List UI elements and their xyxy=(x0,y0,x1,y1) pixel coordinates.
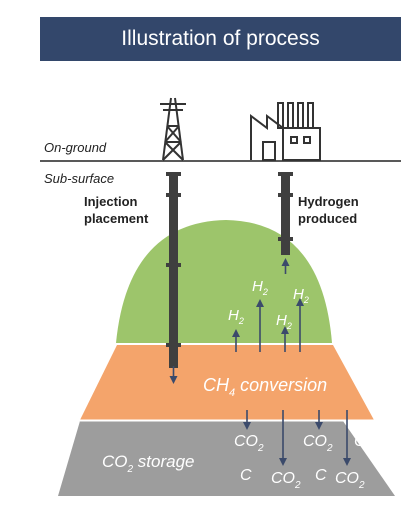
oil-derrick-icon xyxy=(160,97,186,161)
h2-label: H2 xyxy=(252,278,268,297)
hydrogen-pipe xyxy=(278,172,293,255)
h2-label: H2 xyxy=(228,307,244,326)
factory-icon xyxy=(250,102,321,161)
carbon-item: C xyxy=(354,433,366,450)
storage-label: CO2 storage xyxy=(102,452,195,475)
conversion-layer xyxy=(80,345,374,420)
on-ground-label: On-ground xyxy=(44,140,107,155)
page-title: Illustration of process xyxy=(121,27,320,50)
sub-surface-label: Sub-surface xyxy=(44,171,115,186)
co2-arrows xyxy=(243,410,351,466)
co2-item: CO2 xyxy=(303,433,333,454)
h2-label: H2 xyxy=(293,286,309,305)
co2-item: CO2 xyxy=(234,433,264,454)
co2-item: CO2 xyxy=(335,470,365,491)
injection-label: Injection placement xyxy=(84,193,148,227)
injection-label-line1: Injection xyxy=(84,194,138,209)
carbon-item: C xyxy=(240,467,252,484)
h2-arrows xyxy=(232,298,304,352)
hydrogen-label-line1: Hydrogen xyxy=(298,194,359,209)
co2-item: CO2 xyxy=(271,470,301,491)
h2-label: H2 xyxy=(276,312,292,331)
conversion-label: CH4 conversion xyxy=(203,375,327,399)
storage-layer xyxy=(58,421,395,496)
title-banner: Illustration of process xyxy=(40,17,401,61)
hydrogen-label: Hydrogen produced xyxy=(298,193,359,227)
carbon-item: C xyxy=(315,467,327,484)
injection-pipe xyxy=(166,172,181,368)
injection-label-line2: placement xyxy=(84,211,149,226)
hydrogen-label-line2: produced xyxy=(298,211,358,226)
